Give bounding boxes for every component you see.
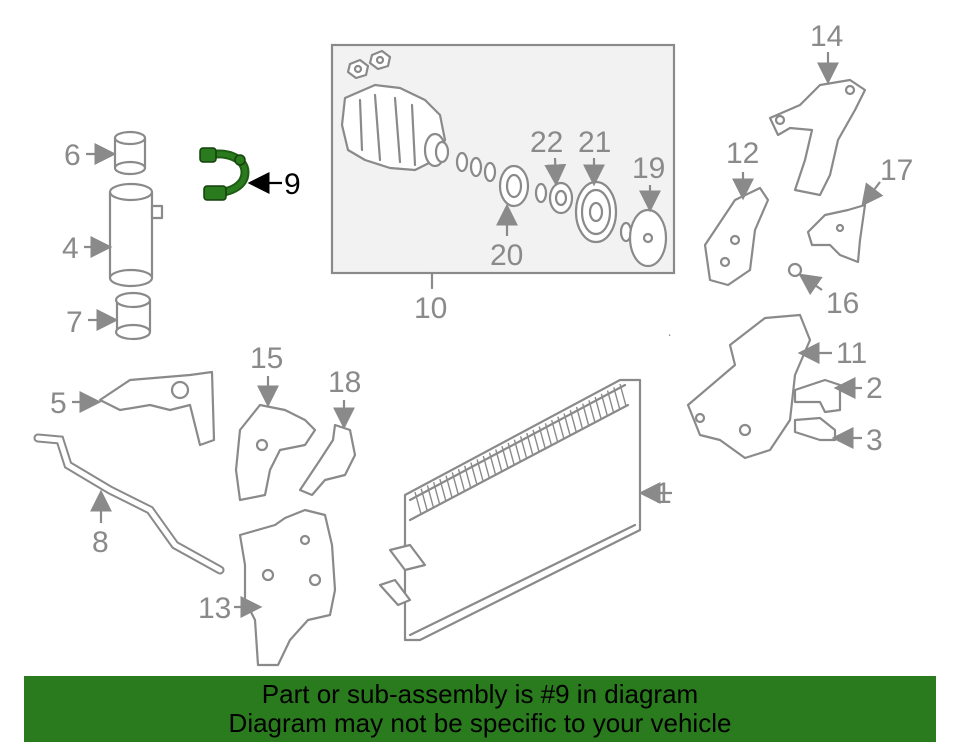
part-16-rod	[668, 262, 803, 337]
part-1-condenser	[378, 378, 642, 642]
condenser-fin	[569, 409, 577, 433]
condenser-fin	[495, 449, 503, 472]
condenser-fin	[588, 400, 596, 423]
condenser-fin	[445, 475, 453, 498]
condenser-fin	[594, 396, 602, 420]
part-15-bracket	[234, 403, 317, 502]
condenser-fin	[476, 459, 484, 482]
label-3: 3	[866, 424, 883, 457]
condenser-fin	[414, 491, 422, 515]
part-18-bracket	[298, 423, 357, 497]
label-2: 2	[866, 372, 883, 405]
label-11: 11	[836, 337, 867, 370]
condenser-fin	[432, 481, 441, 505]
part-9-ac-hose	[199, 147, 250, 201]
label-5: 5	[50, 387, 67, 420]
condenser-fin	[501, 445, 509, 469]
label-12: 12	[726, 137, 759, 170]
condenser-fin	[470, 462, 478, 485]
info-banner: Part or sub-assembly is #9 in diagram Di…	[24, 676, 936, 742]
label-10: 10	[414, 292, 447, 325]
label-21: 21	[578, 126, 611, 159]
condenser-fin	[613, 387, 621, 410]
part-8-tube	[33, 433, 225, 575]
condenser-fin	[519, 436, 528, 459]
condenser-fin	[426, 485, 435, 508]
condenser-fin	[451, 472, 459, 495]
condenser-fin	[575, 406, 584, 430]
compressor-assembly-box	[330, 43, 676, 275]
banner-line-2: Diagram may not be specific to your vehi…	[228, 708, 732, 738]
condenser-fin	[482, 455, 491, 479]
condenser-fin	[513, 439, 522, 462]
label-13: 13	[198, 592, 231, 625]
condenser-fin	[439, 478, 447, 502]
label-4: 4	[62, 232, 79, 265]
condenser-fin	[544, 423, 553, 446]
part-3-clip	[793, 416, 837, 442]
condenser-fin	[582, 403, 590, 426]
condenser-fin	[606, 390, 615, 413]
label-16: 16	[826, 287, 859, 320]
label-22: 22	[530, 126, 563, 159]
label-19: 19	[632, 152, 665, 185]
part-7-bracket-sleeve	[114, 291, 152, 341]
part-5-bracket	[98, 370, 216, 447]
part-17-bracket	[806, 203, 867, 264]
condenser-fin	[550, 419, 559, 443]
label-14: 14	[810, 20, 843, 53]
condenser-fin	[464, 465, 472, 489]
callouts: 1 2 3 4 5 6 7 8 9 10 11 12 13 14 15 16 1…	[50, 20, 913, 625]
part-14-bracket	[768, 78, 867, 197]
label-15: 15	[250, 342, 283, 375]
condenser-fin	[532, 429, 540, 453]
condenser-fin	[538, 426, 546, 449]
condenser-fin	[526, 432, 534, 456]
label-6: 6	[64, 139, 81, 172]
label-18: 18	[328, 366, 361, 399]
condenser-fin	[563, 413, 571, 436]
condenser-fin	[420, 488, 428, 511]
condenser-fin	[600, 393, 609, 417]
part-2-clip	[793, 378, 842, 414]
condenser-fin	[619, 383, 627, 407]
label-17: 17	[880, 154, 913, 187]
part-6-cap	[113, 130, 147, 176]
condenser-fin	[457, 468, 466, 492]
banner-line-1: Part or sub-assembly is #9 in diagram	[261, 679, 699, 709]
condenser-fin	[507, 442, 515, 466]
label-8: 8	[92, 526, 109, 559]
condenser-fin	[557, 416, 565, 439]
parts-diagram: 1 2 3 4 5 6 7 8 9 10 11 12 13 14 15 16 1…	[33, 20, 913, 667]
condenser-fin	[488, 452, 497, 475]
part-12-mount-bracket	[703, 186, 770, 287]
part-11-bracket	[686, 313, 812, 460]
part-13-bracket	[238, 508, 337, 667]
label-7: 7	[66, 306, 83, 339]
label-20: 20	[490, 239, 523, 272]
label-9: 9	[284, 168, 301, 201]
part-4-receiver-drier	[108, 182, 164, 288]
